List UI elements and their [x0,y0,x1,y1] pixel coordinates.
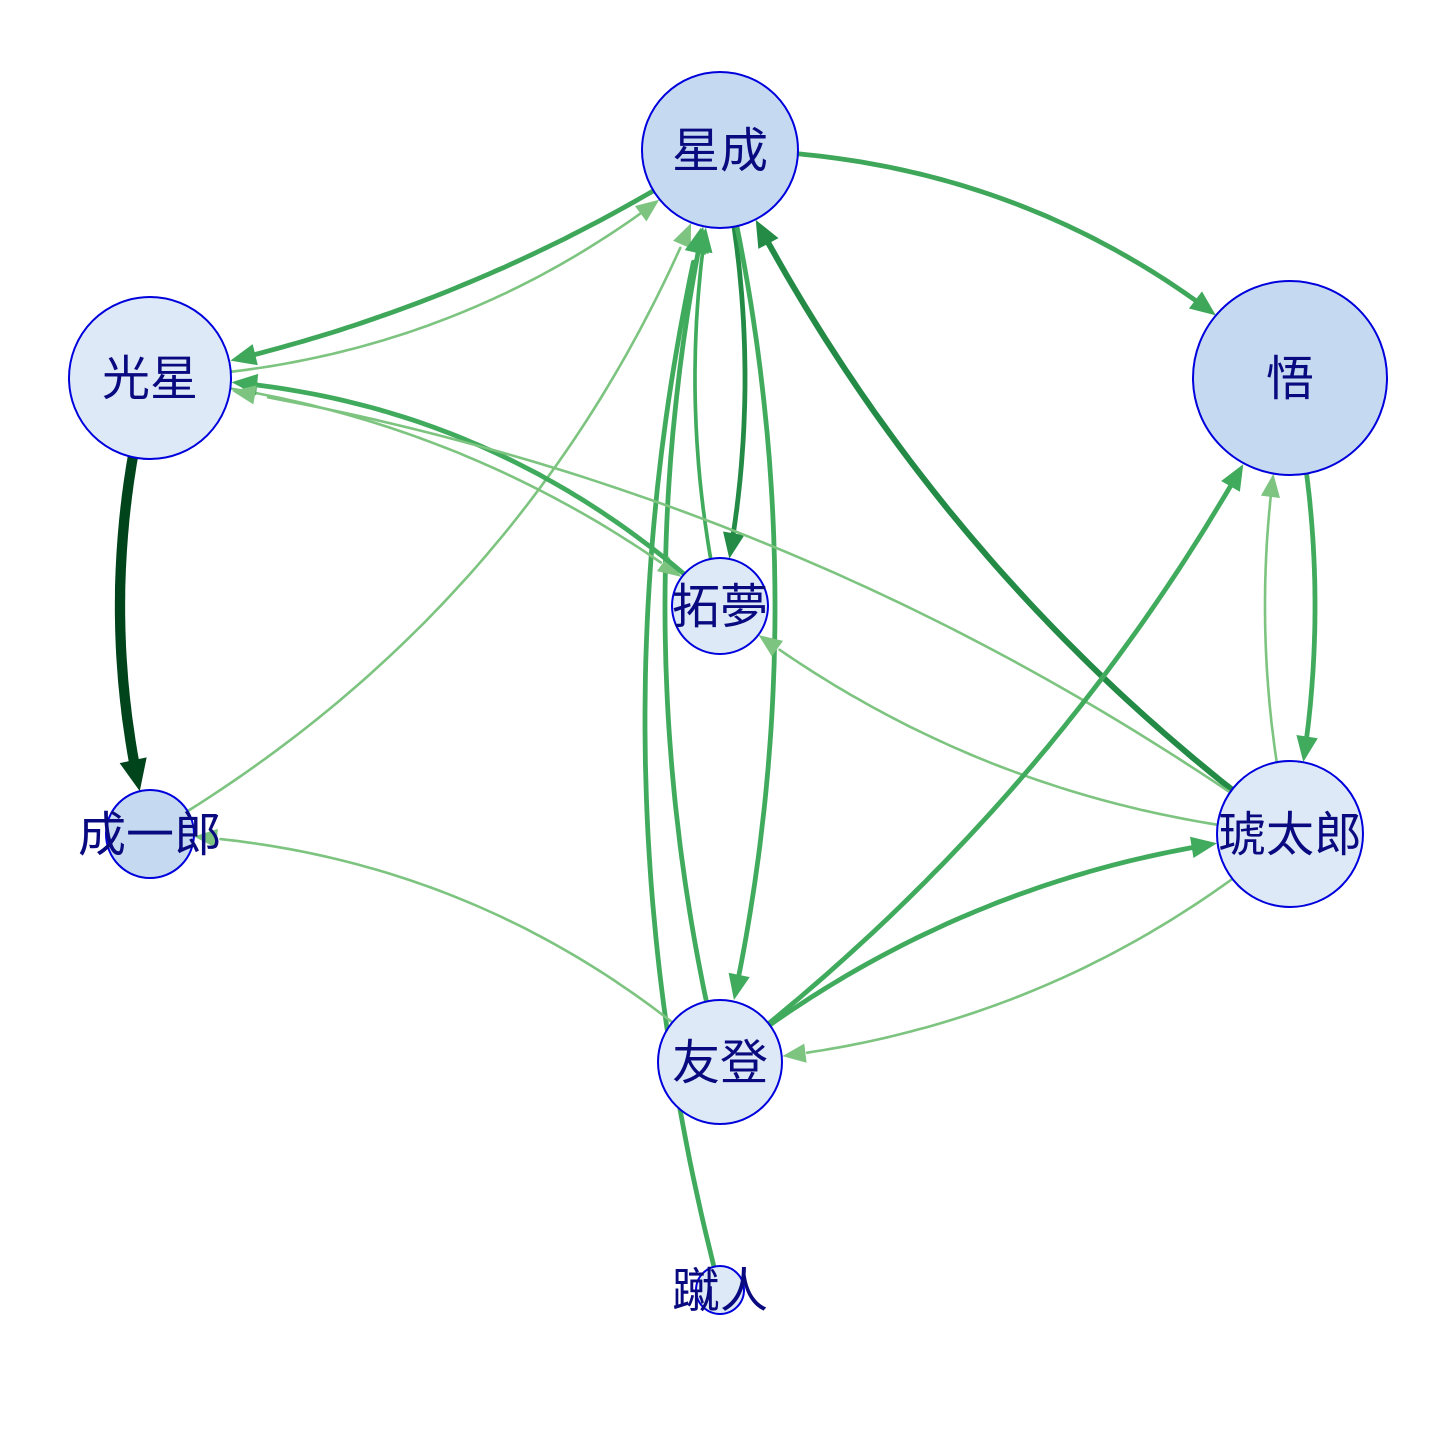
edge-arrowhead-shuto-to-seisei [684,227,706,255]
edge-kosei-to-takumu [229,387,663,564]
edge-seisei-to-takumu [730,225,748,539]
edge-yuto-to-satoru [767,483,1234,1025]
edge-yuto-to-seisei [662,250,709,1003]
edge-kosei-to-seisei [229,212,642,374]
node-shuto[interactable]: 蹴人 [672,1263,768,1319]
edge-seiichiro-to-seisei [187,246,682,812]
edge-kosei-to-seiichiro [114,452,140,769]
node-satoru[interactable]: 悟 [1192,280,1388,476]
node-circle-kotaro[interactable] [1216,760,1364,908]
edge-arrowhead-seisei-to-satoru [1188,291,1216,316]
edge-arrowhead-yuto-to-satoru [1221,464,1244,492]
edge-seisei-to-satoru [796,151,1200,305]
edge-arrowhead-kotaro-to-kosei [232,385,257,405]
edge-kotaro-to-satoru [1263,491,1278,764]
edge-yuto-to-kotaro [767,845,1196,1028]
edge-kotaro-to-yuto [805,878,1233,1054]
edge-yuto-to-seiichiro [219,837,673,1023]
node-label-yuto: 友登 [672,1035,768,1091]
edge-arrowhead-satoru-to-kotaro [1296,735,1318,762]
node-takumu[interactable]: 拓夢 [671,557,769,655]
edge-arrowhead-kotaro-to-seisei [755,219,779,249]
edge-arrowhead-kotaro-to-yuto [782,1043,807,1063]
edge-takumu-to-seisei [693,247,713,561]
node-circle-satoru[interactable] [1192,280,1388,476]
node-label-satoru: 悟 [1266,351,1314,407]
edge-arrowhead-yuto-to-kotaro [1190,836,1218,859]
node-label-shuto: 蹴人 [672,1263,768,1319]
node-seiichiro[interactable]: 成一郎 [78,789,222,879]
edge-seisei-to-yuto [734,224,778,977]
edge-kotaro-to-takumu [778,648,1219,826]
node-label-takumu: 拓夢 [672,579,768,635]
node-circle-shuto[interactable] [695,1265,745,1315]
node-circle-yuto[interactable] [657,999,783,1125]
node-label-kotaro: 琥太郎 [1218,807,1362,863]
edge-seisei-to-kosei [250,188,656,358]
node-label-seiichiro: 成一郎 [78,807,222,863]
node-circle-kosei[interactable] [68,296,232,460]
edge-arrowhead-kotaro-to-takumu [758,635,784,657]
edge-kotaro-to-kosei [266,396,1232,794]
node-seisei[interactable]: 星成 [641,71,799,229]
edge-arrowhead-seisei-to-takumu [723,531,745,559]
node-label-kosei: 光星 [102,351,198,407]
edge-arrowhead-yuto-to-seiichiro [193,828,218,848]
node-circle-takumu[interactable] [671,557,769,655]
edge-arrowhead-seisei-to-yuto [728,972,750,1000]
edge-arrowhead-kosei-to-takumu [656,555,682,577]
edge-arrowhead-kosei-to-seiichiro [119,757,147,792]
edge-satoru-to-kotaro [1304,471,1318,741]
edge-takumu-to-kosei [254,382,687,577]
node-label-seisei: 星成 [672,123,768,179]
node-kotaro[interactable]: 琥太郎 [1216,760,1364,908]
node-kosei[interactable]: 光星 [68,296,232,460]
node-yuto[interactable]: 友登 [657,999,783,1125]
edge-arrowhead-kosei-to-seisei [634,199,660,222]
edge-arrowhead-seiichiro-to-seisei [673,223,692,249]
edges-layer [114,151,1318,1268]
edge-arrowhead-kotaro-to-satoru [1260,473,1281,498]
node-circle-seisei[interactable] [641,71,799,229]
edge-kotaro-to-seisei [764,239,1235,793]
node-circle-seiichiro[interactable] [105,789,195,879]
edge-arrowhead-seisei-to-kosei [230,344,258,366]
